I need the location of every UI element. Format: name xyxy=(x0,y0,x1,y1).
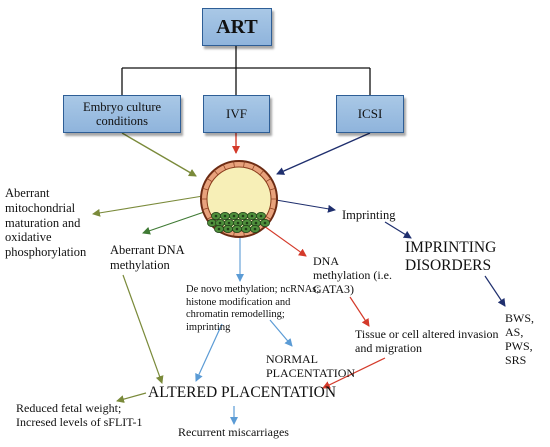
fetal-weight-text: Reduced fetal weight; Incresed levels of… xyxy=(16,401,143,430)
arrow-de-novo-to-normal xyxy=(269,319,293,347)
blastocyst-illustration xyxy=(200,160,278,238)
altered-placentation-text: ALTERED PLACENTATION xyxy=(148,384,337,401)
gata3-text: DNA methylation (i.e. GATA3) xyxy=(313,254,392,297)
arrow-tissue-to-altered xyxy=(322,357,386,389)
embryo-culture-box: Embryo culture conditions xyxy=(63,95,181,133)
art-label: ART xyxy=(216,15,258,38)
ivf-box: IVF xyxy=(203,95,270,133)
arrow-to-dna-methylation xyxy=(142,209,211,235)
arrow-gata3-to-tissue xyxy=(349,296,370,327)
imprinting-text: Imprinting xyxy=(342,208,396,222)
arrow-disorders-to-list xyxy=(484,275,506,307)
imprinting-disorders-text: IMPRINTING DISORDERS xyxy=(405,239,497,275)
arrow-to-mitochondrial xyxy=(92,195,204,217)
arrow-imprinting-to-disorders xyxy=(384,221,412,239)
disorders-list-text: BWS, AS, PWS, SRS xyxy=(505,311,535,368)
arrow-to-gata3 xyxy=(263,225,307,257)
art-box: ART xyxy=(202,8,272,46)
icsi-label: ICSI xyxy=(357,106,383,121)
arrow-to-imprinting xyxy=(275,199,336,213)
icsi-box: ICSI xyxy=(336,95,404,133)
tree-connector xyxy=(121,46,371,95)
arrow-de-novo-to-altered xyxy=(195,323,223,382)
normal-placentation-text: NORMAL PLACENTATION xyxy=(266,352,356,381)
arrow-altered-to-fetal xyxy=(116,392,147,403)
mitochondrial-text: Aberrant mitochondrial maturation and ox… xyxy=(5,186,87,259)
arrow-dna-meth-to-altered xyxy=(122,274,164,384)
tissue-invasion-text: Tissue or cell altered invasion and migr… xyxy=(355,327,499,356)
ivf-label: IVF xyxy=(226,106,247,121)
arrow-icsi-to-embryo xyxy=(276,132,371,175)
arrow-culture-to-embryo xyxy=(121,132,197,177)
embryo-culture-label: Embryo culture conditions xyxy=(82,99,162,128)
aberrant-dna-methylation-text: Aberrant DNA methylation xyxy=(110,243,184,272)
de-novo-text: De novo methylation; ncRNAs; histone mod… xyxy=(186,284,320,333)
miscarriages-text: Recurrent miscarriages xyxy=(178,425,289,439)
